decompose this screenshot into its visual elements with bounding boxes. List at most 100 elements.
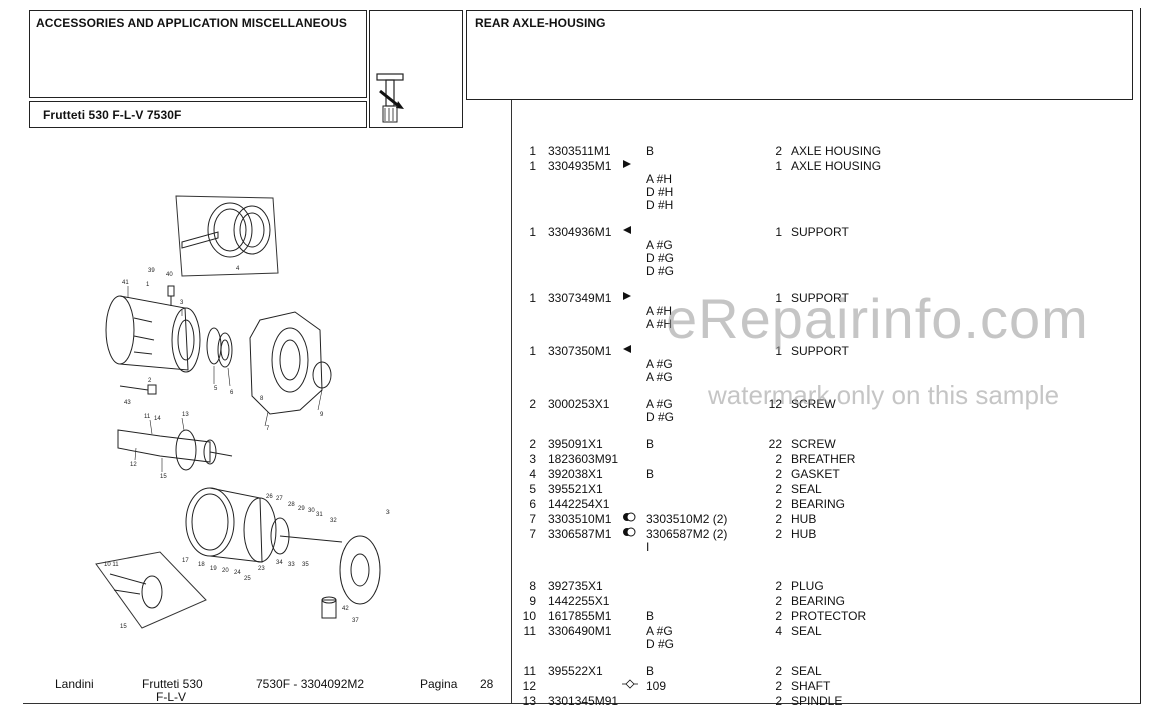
part-ref: 13 [522,694,536,708]
part-qty: 4 [775,624,782,638]
column-divider [511,100,512,704]
part-number: 395521X1 [548,482,603,496]
svg-text:43: 43 [124,400,131,406]
part-description: SPINDLE [791,694,843,708]
half-circle-icon [622,512,636,525]
svg-text:7: 7 [266,426,270,432]
svg-text:1: 1 [146,282,150,288]
part-number: 3306490M1 [548,624,612,638]
part-ref: 6 [529,497,536,511]
watermark-main: eRepairinfo.com [666,287,1089,350]
part-number: 1617855M1 [548,609,612,623]
svg-text:37: 37 [352,618,359,624]
svg-text:14: 14 [154,416,161,422]
footer-model-line2: F-L-V [156,690,186,704]
part-qty: 12 [768,397,782,411]
part-ref: 2 [529,397,536,411]
part-ref: 1 [529,144,536,158]
half-circle-icon [622,527,636,540]
part-qty: 22 [768,437,782,451]
triangle-right-icon [622,159,632,172]
svg-text:28: 28 [288,502,295,508]
svg-text:41: 41 [122,280,129,286]
footer-page-number: 28 [480,677,494,691]
part-number: 392038X1 [548,467,603,481]
part-qty: 2 [775,579,782,593]
watermark-sub: watermark only on this sample [708,380,1060,410]
part-variant-line: D #G [646,264,675,278]
part-number: 3304935M1 [548,159,612,173]
part-description: AXLE HOUSING [791,144,882,158]
svg-text:26: 26 [266,494,273,500]
part-description: SUPPORT [791,344,849,358]
part-number: 3303510M1 [548,512,612,526]
svg-text:39: 39 [148,268,155,274]
part-number: 395522X1 [548,664,603,678]
part-description: HUB [791,527,817,541]
svg-text:6: 6 [230,390,234,396]
part-number: 3000253X1 [548,397,610,411]
part-variant-line: A #G [646,238,673,252]
part-qty: 2 [775,467,782,481]
footer-page-label: Pagina [420,677,458,691]
svg-text:9: 9 [320,412,324,418]
part-variant-line: A #H [646,172,673,186]
svg-text:19: 19 [210,566,217,572]
part-description: BEARING [791,497,846,511]
axle-housing-icon [376,73,404,123]
part-description: GASKET [791,467,840,481]
part-variant: 109 [646,679,667,693]
section-title: ACCESSORIES AND APPLICATION MISCELLANEOU… [36,16,348,30]
part-qty: 2 [775,144,782,158]
part-ref: 7 [529,512,536,526]
svg-text:3: 3 [180,300,184,306]
svg-text:35: 35 [302,562,309,568]
part-ref: 2 [529,437,536,451]
part-qty: 2 [775,527,782,541]
svg-text:11: 11 [144,414,151,420]
part-qty: 1 [775,159,782,173]
part-variant-line: A #H [646,304,673,318]
part-number: 1823603M91 [548,452,619,466]
part-number: 3307349M1 [548,291,612,305]
svg-text:23: 23 [258,566,265,572]
part-variant: B [646,144,655,158]
part-description: SCREW [791,437,836,451]
svg-text:20: 20 [222,568,229,574]
part-variant: B [646,437,655,451]
group-title-box: REAR AXLE-HOUSING [466,10,1133,100]
svg-text:42: 42 [342,606,349,612]
diamond-circle-icon [622,679,638,692]
footer-code: 7530F - 3304092M2 [256,677,365,691]
part-ref: 3 [529,452,536,466]
svg-text:40: 40 [166,272,173,278]
part-ref: 1 [529,159,536,173]
svg-text:12: 12 [130,462,137,468]
part-qty: 2 [775,594,782,608]
svg-text:38: 38 [386,510,390,516]
footer-model-line1: Frutteti 530 [142,677,203,691]
part-description: SEAL [791,482,822,496]
part-qty: 1 [775,291,782,305]
svg-text:33: 33 [288,562,295,568]
part-ref: 4 [529,467,536,481]
svg-text:29: 29 [298,506,305,512]
part-variant: A #G [646,397,673,411]
part-ref: 10 [522,609,536,623]
part-description: SHAFT [791,679,831,693]
part-number: 3303511M1 [548,144,611,158]
svg-text:30: 30 [308,508,315,514]
